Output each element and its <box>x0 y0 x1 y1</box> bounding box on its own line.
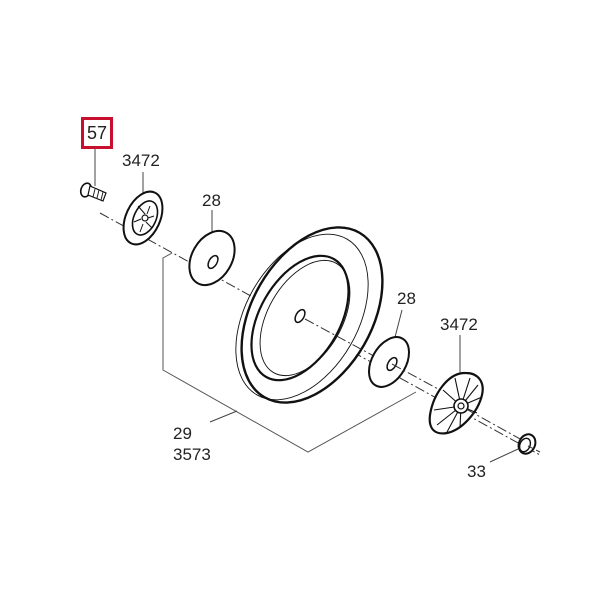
part-label-29: 29 <box>173 424 192 443</box>
highlighted-part-callout[interactable]: 57 <box>81 117 113 149</box>
part-label-3472-left: 3472 <box>122 151 160 170</box>
part-label-3472-right: 3472 <box>440 315 478 334</box>
part-label-33: 33 <box>467 462 486 481</box>
part-label-57: 57 <box>86 123 108 143</box>
bolt-part-57 <box>79 182 107 202</box>
part-label-28-left: 28 <box>202 191 221 210</box>
washer-right-part-28 <box>368 336 410 388</box>
washer-left-part-28 <box>188 229 236 287</box>
hubcap-left-part-3472 <box>122 190 164 246</box>
part-label-28-right: 28 <box>397 289 416 308</box>
bushing-part-33 <box>517 433 537 455</box>
part-label-3573: 3573 <box>173 445 211 464</box>
group-bracket <box>162 252 417 453</box>
hubcap-right-part-3472 <box>428 371 484 435</box>
wheel-part-29-3573 <box>235 226 384 404</box>
